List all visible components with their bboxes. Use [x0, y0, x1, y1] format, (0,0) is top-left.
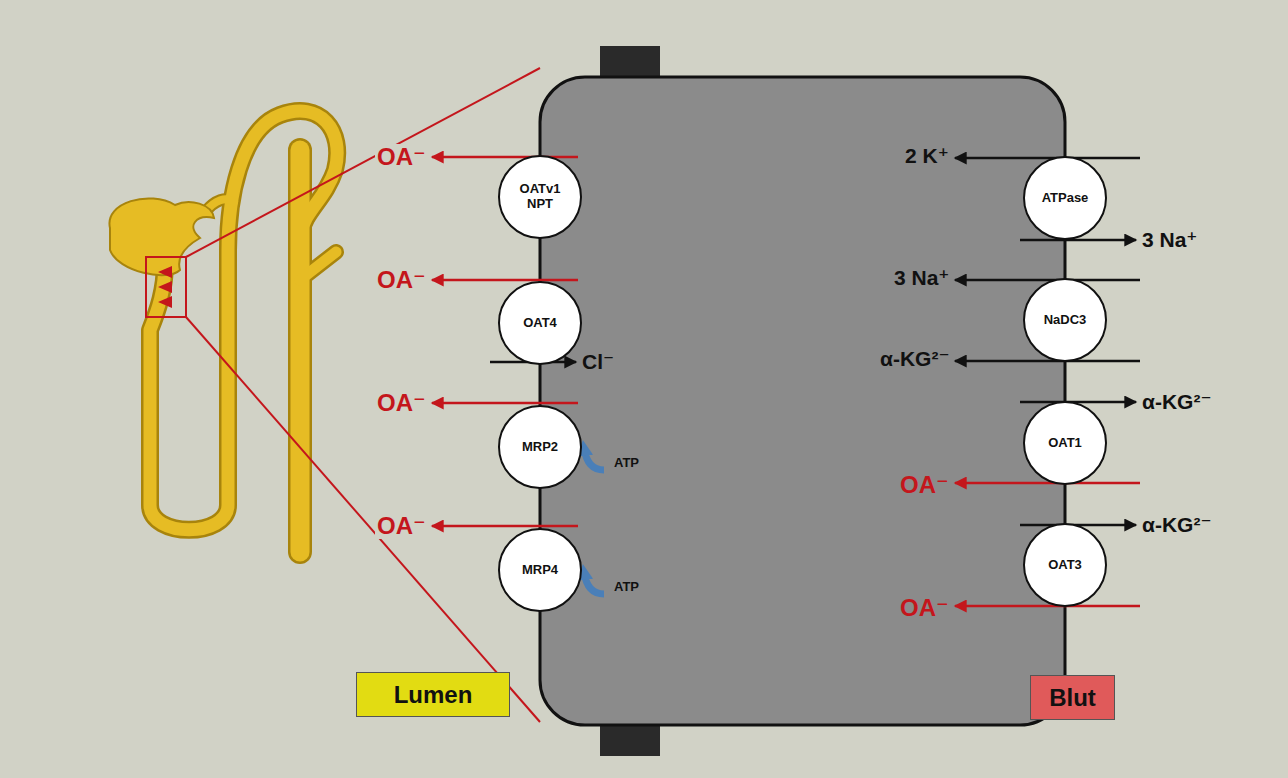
- transporter-circle: MRP4: [498, 528, 582, 612]
- transporter-circle: MRP2: [498, 405, 582, 489]
- highlight-box: [146, 257, 186, 317]
- compartment-name: Blut: [1049, 684, 1096, 712]
- bowman-capsule: [109, 198, 214, 275]
- nephron-outline: [150, 111, 337, 552]
- collecting-duct: [291, 150, 310, 552]
- transporter-circle: OATv1 NPT: [498, 155, 582, 239]
- transport-arrow: [955, 482, 1140, 485]
- ion-label: OA⁻: [898, 595, 951, 621]
- ion-label: 2 K⁺: [903, 144, 951, 167]
- transporter-name: NaDC3: [1044, 313, 1087, 328]
- ion-label: OA⁻: [375, 144, 428, 170]
- tight-junction: [600, 722, 660, 756]
- tubule-cell: [540, 77, 1065, 725]
- atp-arrow: [584, 448, 604, 470]
- ion-label: 3 Na⁺: [892, 266, 951, 289]
- transporter-circle: OAT3: [1023, 523, 1107, 607]
- transporter-name: ATPase: [1042, 191, 1089, 206]
- transporter-circle: OAT1: [1023, 401, 1107, 485]
- ion-label: OA⁻: [375, 390, 428, 416]
- ion-label: Cl⁻: [580, 350, 616, 373]
- zoom-line: [186, 317, 540, 722]
- ion-label: 3 Na⁺: [1140, 228, 1199, 251]
- duct-branch: [300, 252, 336, 280]
- transporter-name: MRP2: [522, 440, 558, 455]
- transport-arrow: [432, 402, 578, 405]
- nephron: [150, 111, 337, 552]
- ion-label: OA⁻: [375, 267, 428, 293]
- transporter-name: MRP4: [522, 563, 558, 578]
- ion-label: OA⁻: [898, 472, 951, 498]
- tight-junction: [600, 46, 660, 80]
- ion-label: α-KG²⁻: [878, 347, 951, 370]
- transporter-circle: NaDC3: [1023, 278, 1107, 362]
- atp-arrow: [584, 572, 604, 594]
- ion-label: α-KG²⁻: [1140, 513, 1213, 536]
- transporter-name: OAT3: [1048, 558, 1082, 573]
- transporter-name: OAT1: [1048, 436, 1082, 451]
- transport-arrow: [955, 360, 1140, 363]
- compartment-name: Lumen: [394, 681, 473, 709]
- transport-arrow: [955, 605, 1140, 608]
- ion-label: α-KG²⁻: [1140, 390, 1213, 413]
- transporter-circle: OAT4: [498, 281, 582, 365]
- duct-outline: [288, 150, 312, 552]
- flow-arrowheads: [158, 266, 172, 308]
- transporter-name: OAT4: [523, 316, 557, 331]
- compartment-label: Lumen: [356, 672, 510, 717]
- transport-arrow: [432, 279, 578, 282]
- transporter-circle: ATPase: [1023, 156, 1107, 240]
- ion-label: OA⁻: [375, 513, 428, 539]
- atp-label: ATP: [612, 580, 641, 594]
- zoom-line: [186, 68, 540, 257]
- transport-arrow: [432, 525, 578, 528]
- atp-label: ATP: [612, 456, 641, 470]
- transport-arrow: [1020, 239, 1136, 242]
- compartment-label: Blut: [1030, 675, 1115, 720]
- transporter-name: OATv1 NPT: [510, 182, 570, 212]
